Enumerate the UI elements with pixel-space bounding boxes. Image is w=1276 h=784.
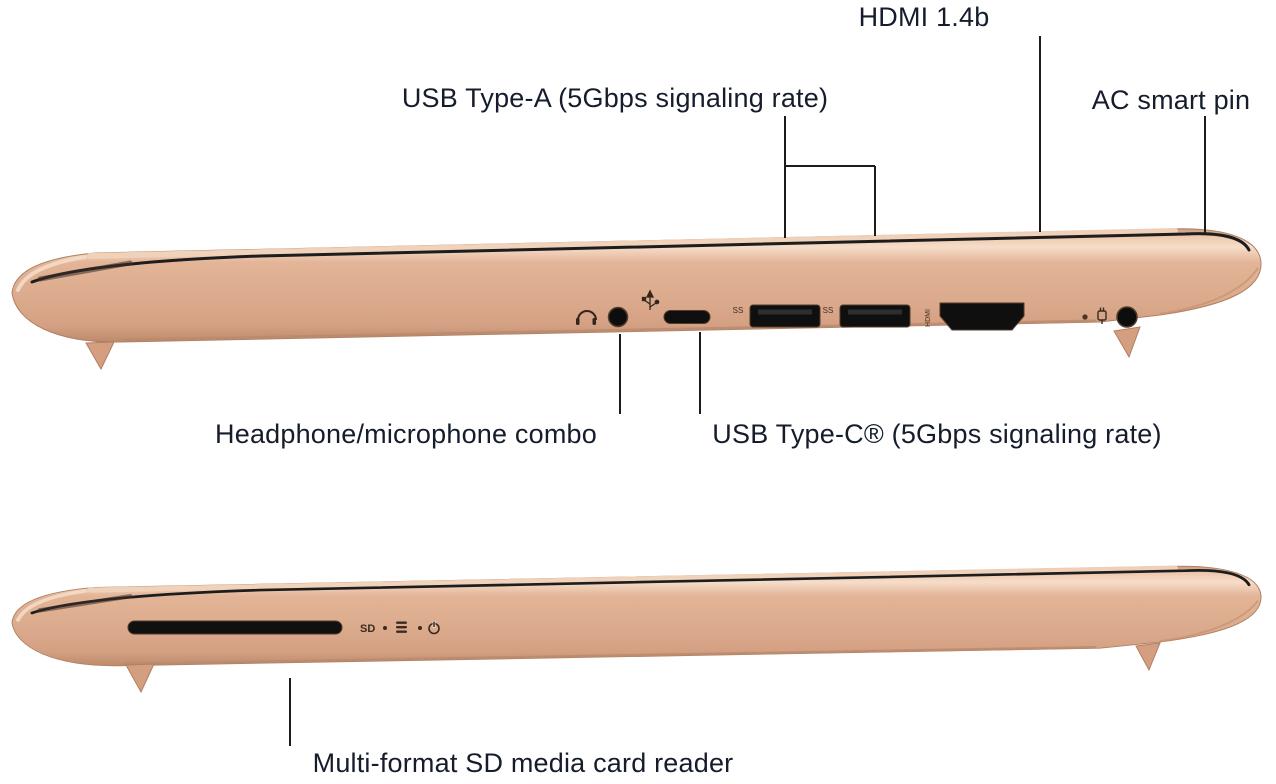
callout-label-headphone-combo: Headphone/microphone combo: [215, 419, 597, 449]
usb-icon: [641, 289, 660, 310]
charging-icon: [1097, 307, 1107, 324]
power-icon: [428, 621, 440, 635]
hdmi-marking: HDMI: [925, 309, 932, 327]
laptop-bottom-left-side-view: SD: [12, 566, 1261, 694]
power-led: [1082, 314, 1088, 320]
callout-label-usb-c: USB Type-C® (5Gbps signaling rate): [712, 419, 1162, 449]
rubber-foot: [85, 341, 115, 371]
ss-usb-marking: SS: [823, 306, 834, 315]
callout-label-usb-a: USB Type-A (5Gbps signaling rate): [401, 83, 829, 113]
callout-line-usb-a: [784, 116, 876, 238]
ss-usb-marking: SS: [733, 306, 744, 315]
rubber-foot: [125, 663, 155, 694]
headset-icon: [576, 310, 597, 325]
hdmi-port: [939, 302, 1025, 331]
callout-lines: [289, 36, 1206, 746]
sd-card-slot: [127, 620, 343, 635]
callout-label-sd-reader: Multi-format SD media card reader: [312, 748, 734, 778]
usb-a-port-2: [839, 304, 911, 328]
callout-label-ac-smart-pin: AC smart pin: [1091, 85, 1251, 115]
usb-c-port: [663, 310, 711, 324]
rubber-foot: [1113, 326, 1141, 359]
storage-icon: [396, 621, 407, 633]
headphone-jack-port: [607, 306, 629, 328]
indicator-dot: [418, 626, 422, 630]
callout-label-hdmi: HDMI 1.4b: [858, 2, 990, 32]
usb-a-port-1: [749, 304, 821, 328]
indicator-dot: [383, 626, 387, 630]
rubber-foot: [1135, 642, 1161, 672]
sd-marking: SD: [360, 623, 375, 635]
laptop-top-right-side-view: SS SS HDMI: [12, 229, 1261, 371]
ac-pin-port: [1116, 306, 1138, 328]
